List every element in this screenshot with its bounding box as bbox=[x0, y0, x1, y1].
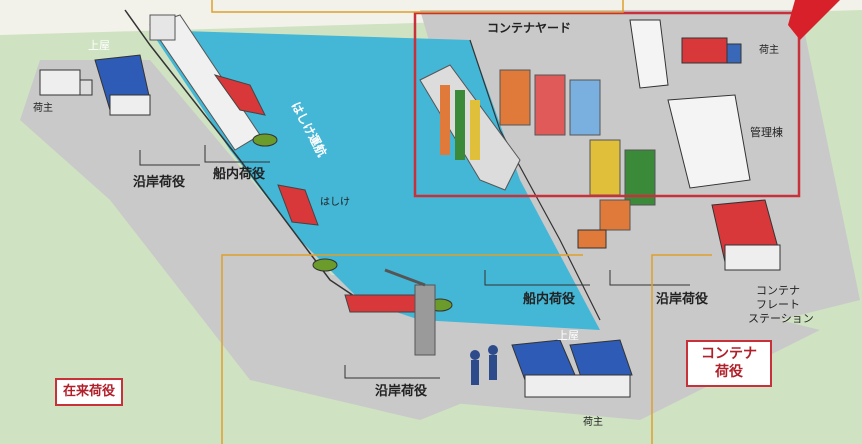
tall-building bbox=[629, 19, 669, 89]
conventional-handling-box: 在来荷役 bbox=[55, 378, 124, 407]
workers bbox=[470, 345, 498, 385]
container-yard-label: コンテナヤード bbox=[487, 21, 572, 35]
coastal-handling-left-label: 沿岸荷役 bbox=[133, 175, 186, 190]
general-cargo-ship bbox=[149, 14, 261, 151]
container-handling-box: コンテナ 荷役 bbox=[686, 340, 772, 387]
quay-edge-left bbox=[124, 9, 361, 301]
freight-station-line2: フレート bbox=[756, 298, 800, 311]
quay-edge-right bbox=[469, 39, 601, 321]
freight-station bbox=[711, 199, 781, 271]
bracket-coastal-right bbox=[609, 270, 690, 286]
tug-boat-3 bbox=[312, 258, 338, 272]
orange-frame-right bbox=[651, 254, 712, 444]
admin-building-label: 管理棟 bbox=[750, 126, 783, 139]
conventional-handling-text: 在来荷役 bbox=[63, 384, 116, 399]
freight-station-line3: ステーション bbox=[748, 312, 814, 325]
container-zone-frame bbox=[413, 11, 801, 198]
lighter-barge bbox=[277, 184, 319, 226]
shipper-right-label: 荷主 bbox=[759, 45, 779, 56]
red-barge-bottom bbox=[344, 294, 421, 313]
truck-left bbox=[39, 69, 93, 96]
container-stacks bbox=[499, 69, 656, 231]
uwaya-bottom-label: 上屋 bbox=[557, 329, 579, 342]
lighter-label: はしけ bbox=[320, 197, 350, 208]
tug-boat-2 bbox=[252, 133, 278, 147]
freight-station-line1: コンテナ bbox=[756, 284, 800, 297]
uwaya-warehouse-bottom bbox=[511, 339, 633, 398]
uwaya-left-label: 上屋 bbox=[88, 39, 110, 52]
shipper-bottom-label: 荷主 bbox=[583, 417, 603, 428]
in-ship-handling-left-label: 船内荷役 bbox=[213, 167, 266, 182]
truck-right bbox=[681, 37, 742, 64]
bracket-in-ship-bottom bbox=[484, 270, 590, 286]
orange-frame-top bbox=[211, 0, 624, 13]
coastal-handling-bottom-label: 沿岸荷役 bbox=[375, 384, 428, 399]
bracket-in-ship-left bbox=[204, 145, 270, 163]
quay-crane-bottom bbox=[384, 268, 436, 356]
container-handling-line1: コンテナ bbox=[701, 346, 757, 362]
shipper-left-label: 荷主 bbox=[33, 103, 53, 114]
red-corner-accent bbox=[788, 0, 840, 40]
admin-building bbox=[667, 94, 751, 189]
orange-frame-left bbox=[221, 254, 583, 444]
coastal-handling-right-label: 沿岸荷役 bbox=[656, 292, 709, 307]
bracket-coastal-bottom bbox=[344, 365, 440, 379]
uwaya-warehouse-left bbox=[94, 54, 151, 116]
bracket-coastal-left bbox=[139, 150, 200, 166]
container-handling-line2: 荷役 bbox=[715, 363, 743, 380]
in-ship-handling-bottom-label: 船内荷役 bbox=[523, 292, 576, 307]
forklift bbox=[577, 229, 607, 249]
tug-boat-1 bbox=[213, 74, 266, 116]
